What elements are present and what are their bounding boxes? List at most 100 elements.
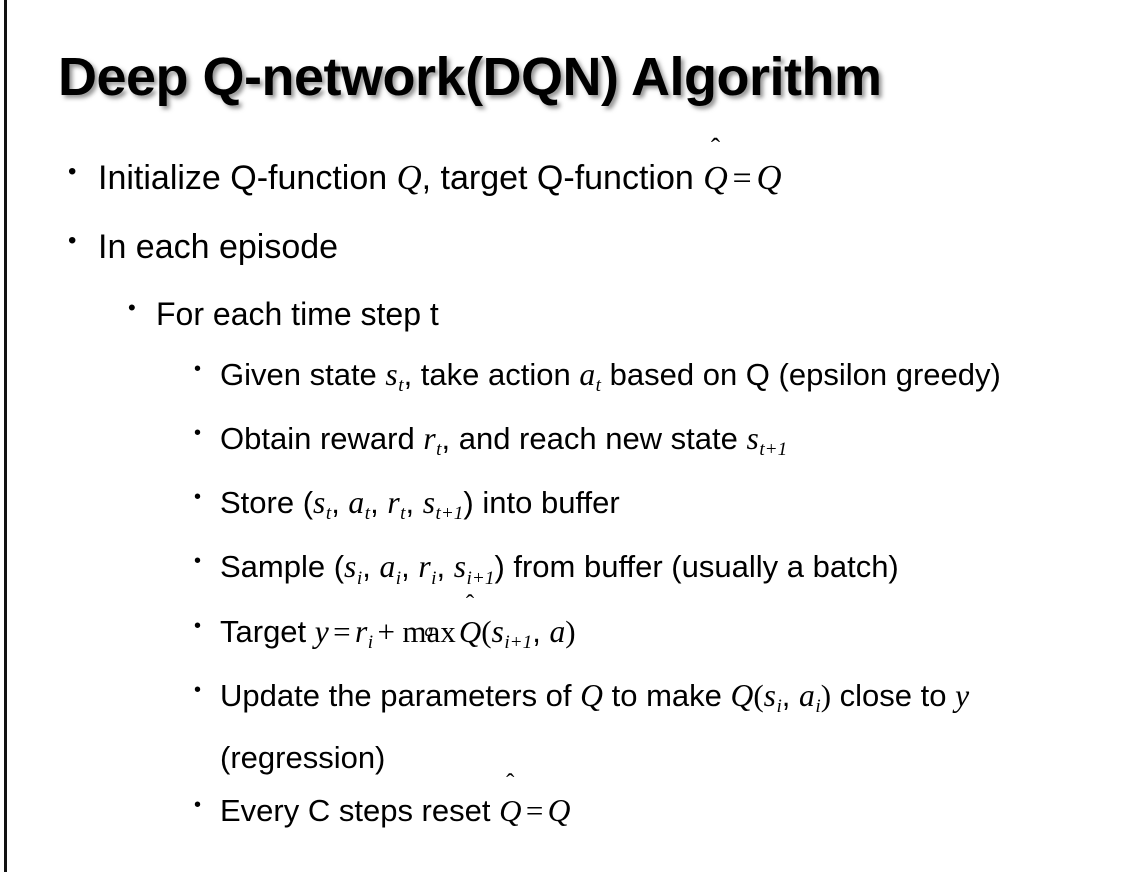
text-fragment: , — [532, 613, 550, 649]
text-fragment: , and reach new state — [441, 421, 747, 457]
text-fragment: , target Q-function — [421, 159, 704, 197]
text-fragment: ) from buffer (usually a batch) — [494, 549, 899, 585]
math-symbol-q: Q — [756, 158, 782, 197]
list-item-text: For each time step t — [156, 296, 439, 332]
bullet-marker: • — [68, 158, 77, 185]
list-item-initialize: • Initialize Q-function Q, target Q-func… — [0, 148, 1124, 209]
list-item-reset-target: • Every C steps reset ̂Q=Q — [0, 785, 1124, 836]
text-fragment: , — [362, 549, 380, 585]
text-fragment: Update the parameters of — [220, 677, 581, 713]
bullet-marker: • — [194, 678, 202, 701]
text-fragment: Store ( — [220, 485, 314, 521]
list-item-sample-from-buffer: • Sample (si, ai, ri, si+1) from buffer … — [0, 541, 1124, 603]
math-paren-open: ( — [753, 677, 764, 713]
math-subscript-t: t — [400, 503, 406, 525]
subscript-text: t+1 — [435, 503, 464, 525]
math-symbol-q: Q — [580, 677, 603, 713]
math-symbol-a: a — [348, 485, 365, 521]
subscript-text: i+1 — [504, 631, 533, 653]
math-subscript-i: i — [776, 695, 782, 717]
text-fragment: Target — [220, 613, 315, 649]
math-symbol-q-hat: ̂Q — [703, 149, 728, 209]
math-subscript-t: t — [364, 503, 371, 525]
math-symbol-y: y — [955, 677, 970, 713]
math-subscript-i: i — [815, 695, 821, 717]
text-fragment: Initialize Q-function — [98, 159, 397, 197]
subscript-text: t+1 — [759, 439, 788, 461]
text-fragment: ) into buffer — [463, 485, 620, 521]
math-symbol-s: s — [385, 357, 398, 392]
text-fragment: Sample ( — [220, 549, 345, 585]
list-item-text: Obtain reward rt, and reach new state st… — [220, 413, 1098, 475]
math-subscript-i: i — [395, 567, 402, 589]
bullet-marker: • — [194, 614, 202, 637]
math-symbol-q: Q — [499, 792, 522, 828]
bullet-marker: • — [194, 550, 202, 573]
math-symbol-a: a — [799, 677, 815, 713]
text-fragment: Obtain reward — [220, 421, 424, 457]
text-fragment: to make — [602, 677, 731, 713]
math-symbol-q-hat: ̂Q — [499, 785, 521, 836]
subscript-text: i+1 — [466, 567, 495, 589]
math-paren-close: ) — [565, 613, 576, 649]
math-subscript-i-plus-1: i+1 — [504, 632, 532, 653]
bullet-marker: • — [194, 358, 202, 380]
math-symbol-a: a — [379, 549, 396, 585]
math-operator-equals: = — [333, 613, 351, 649]
list-item-text: Every C steps reset ̂Q=Q — [220, 785, 1098, 836]
list-item-text: In each episode — [98, 228, 339, 266]
math-symbol-s: s — [344, 549, 357, 585]
slide-left-edge-band — [4, 0, 7, 872]
list-item-text: Target y=ri+maxâQ(si+1, a) — [220, 606, 1098, 668]
text-fragment: close to — [831, 677, 956, 713]
math-symbol-r: r — [418, 549, 431, 585]
list-item-text: Store (st, at, rt, st+1) into buffer — [220, 477, 1098, 539]
text-fragment: , — [331, 485, 349, 521]
math-symbol-q: Q — [396, 158, 422, 197]
math-subscript-t: t — [398, 375, 404, 397]
math-symbol-s: s — [746, 421, 759, 457]
max-limit-a: a — [424, 620, 434, 641]
math-subscript-i: i — [367, 631, 374, 653]
math-paren-open: ( — [481, 613, 492, 649]
math-paren-close: ) — [820, 677, 832, 713]
math-symbol-r: r — [423, 421, 436, 457]
math-operator-plus: + — [377, 613, 395, 649]
math-symbol-s: s — [453, 549, 467, 585]
math-symbol-q-hat: ̂Q — [459, 606, 481, 657]
max-label: max — [402, 613, 456, 649]
list-item-text: Given state st, take action at based on … — [220, 349, 1098, 411]
math-symbol-s: s — [313, 485, 326, 521]
list-item-text: Sample (si, ai, ri, si+1) from buffer (u… — [220, 541, 1098, 603]
list-item-in-each-episode: • In each episode — [0, 217, 1124, 277]
math-symbol-a: a — [579, 357, 596, 392]
list-item-obtain-reward: • Obtain reward rt, and reach new state … — [0, 413, 1124, 475]
list-item-update-parameters: • Update the parameters of Q to make Q(s… — [0, 670, 1124, 783]
text-fragment: , — [401, 549, 419, 585]
bullet-marker: • — [68, 227, 77, 254]
math-subscript-i-plus-1: i+1 — [466, 567, 495, 589]
math-subscript-t: t — [325, 503, 332, 525]
list-item-text: Update the parameters of Q to make Q(si,… — [220, 670, 1098, 783]
math-operator-equals: = — [525, 792, 544, 828]
math-symbol-q: Q — [703, 160, 728, 197]
math-symbol-r: r — [387, 485, 400, 521]
bullet-marker: • — [194, 486, 202, 509]
math-symbol-q: Q — [730, 677, 754, 713]
text-fragment: Given state — [220, 357, 386, 392]
text-fragment: , — [781, 677, 800, 713]
math-subscript-i: i — [431, 567, 437, 589]
text-fragment: , — [370, 485, 388, 521]
text-fragment: , — [405, 485, 423, 521]
slide-body: • Initialize Q-function Q, target Q-func… — [0, 148, 1124, 838]
bullet-marker: • — [194, 422, 202, 445]
math-subscript-t: t — [595, 375, 602, 397]
math-symbol-s: s — [491, 613, 504, 649]
text-fragment: (regression) — [220, 739, 386, 775]
math-operator-equals: = — [732, 160, 752, 197]
math-symbol-s: s — [763, 677, 776, 713]
bullet-marker: • — [128, 295, 136, 320]
math-subscript-t: t — [436, 439, 442, 461]
list-item-given-state: • Given state st, take action at based o… — [0, 349, 1124, 411]
